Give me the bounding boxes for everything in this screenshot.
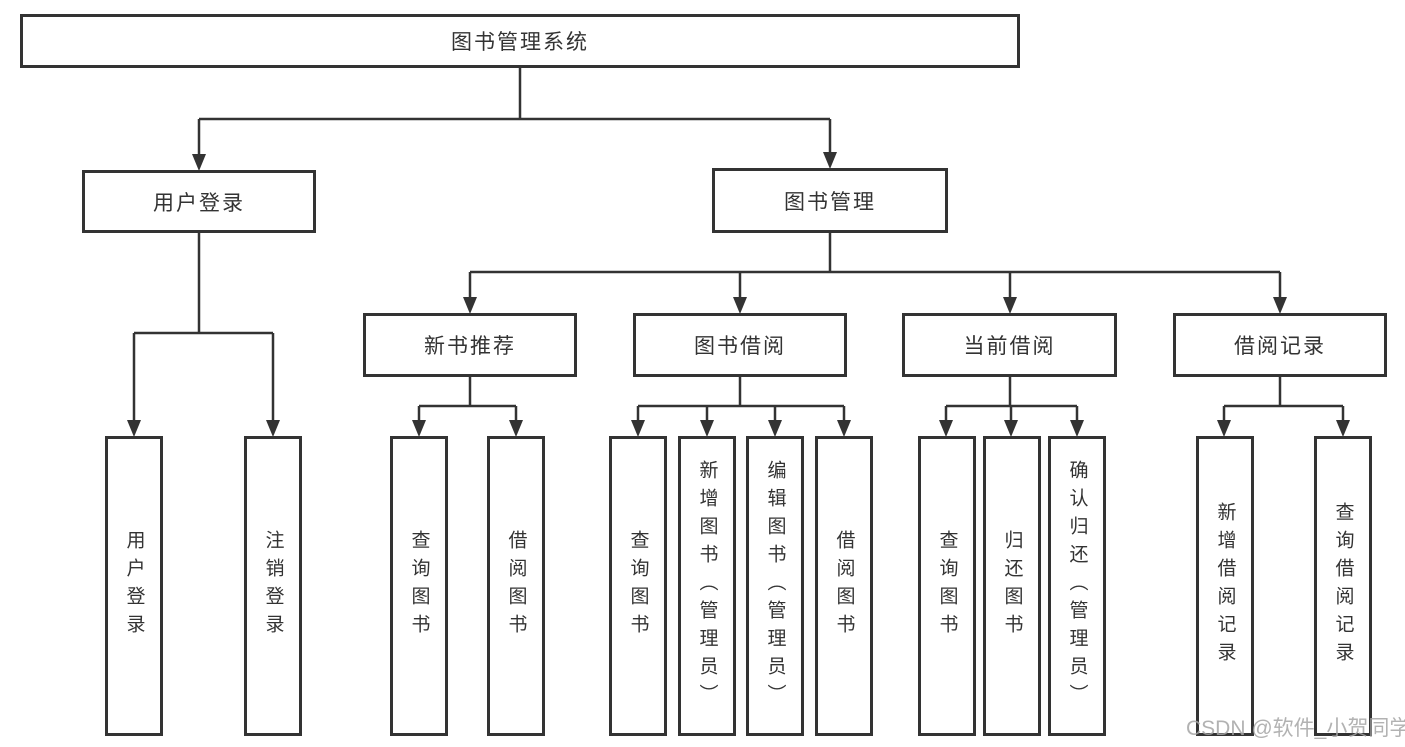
node-current-borrow: 当前借阅	[902, 313, 1117, 377]
node-label: 归还图书	[1001, 530, 1023, 642]
leaf-logout-login: 注销登录	[244, 436, 302, 736]
node-label: 查询图书	[408, 530, 430, 642]
node-book-borrow: 图书借阅	[633, 313, 847, 377]
node-library-system: 图书管理系统	[20, 14, 1020, 68]
node-user-login: 用户登录	[82, 170, 316, 233]
leaf-query-books-recommend: 查询图书	[390, 436, 448, 736]
leaf-borrow-books-recommend: 借阅图书	[487, 436, 545, 736]
node-label: 当前借阅	[963, 335, 1056, 358]
node-label: 用户登录	[153, 191, 245, 215]
node-book-management: 图书管理	[712, 168, 948, 233]
leaf-query-books-current: 查询图书	[918, 436, 976, 736]
leaf-borrow-books: 借阅图书	[815, 436, 873, 736]
leaf-user-login: 用户登录	[105, 436, 163, 736]
node-label: 注销登录	[262, 530, 284, 642]
node-borrow-records: 借阅记录	[1173, 313, 1387, 377]
arrowheads	[127, 152, 1350, 437]
leaf-query-borrow-record: 查询借阅记录	[1314, 436, 1372, 736]
leaf-add-books-admin: 新增图书（管理员）	[678, 436, 736, 736]
node-label: 图书管理系统	[451, 31, 589, 54]
leaf-confirm-return-admin: 确认归还（管理员）	[1048, 436, 1106, 736]
node-label: 确认归还（管理员）	[1066, 460, 1088, 712]
leaf-return-books: 归还图书	[983, 436, 1041, 736]
leaf-query-books-borrow: 查询图书	[609, 436, 667, 736]
node-label: 查询借阅记录	[1332, 502, 1354, 670]
leaf-edit-books-admin: 编辑图书（管理员）	[746, 436, 804, 736]
node-label: 新增图书（管理员）	[696, 460, 718, 712]
node-label: 新书推荐	[424, 335, 516, 358]
leaf-add-borrow-record: 新增借阅记录	[1196, 436, 1254, 736]
node-new-book-recommend: 新书推荐	[363, 313, 577, 377]
watermark: CSDN @软件_小贺同学	[1186, 717, 1405, 740]
node-label: 查询图书	[627, 530, 649, 642]
node-label: 借阅图书	[833, 530, 855, 642]
node-label: 新增借阅记录	[1214, 502, 1236, 670]
node-label: 用户登录	[123, 530, 145, 642]
node-label: 图书管理	[784, 190, 876, 214]
node-label: 图书借阅	[694, 335, 786, 358]
node-label: 借阅记录	[1234, 335, 1326, 358]
node-label: 编辑图书（管理员）	[764, 460, 786, 712]
node-label: 查询图书	[936, 530, 958, 642]
node-label: 借阅图书	[505, 530, 527, 642]
